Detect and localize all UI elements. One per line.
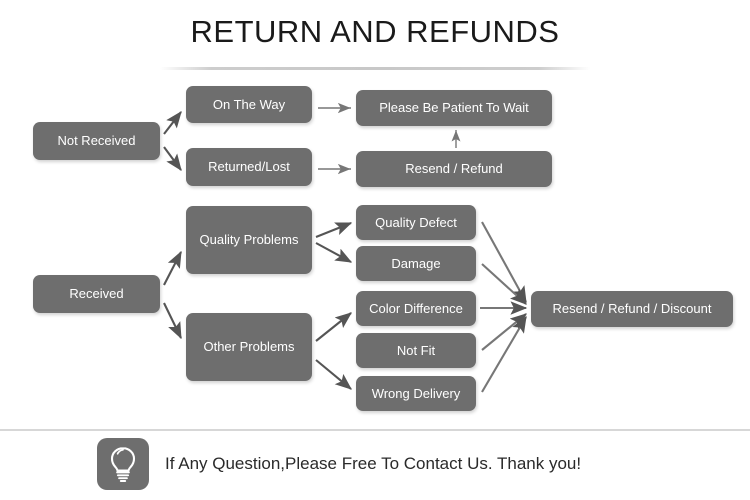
node-on-the-way[interactable]: On The Way — [186, 86, 312, 123]
node-quality-problems[interactable]: Quality Problems — [186, 206, 312, 274]
node-resend-refund-discount[interactable]: Resend / Refund / Discount — [531, 291, 733, 327]
node-color-difference[interactable]: Color Difference — [356, 291, 476, 326]
node-wrong-delivery[interactable]: Wrong Delivery — [356, 376, 476, 411]
edge-other-problems-to-color-difference — [315, 312, 352, 342]
edge-quality-defect-to-outcome — [481, 221, 527, 304]
node-quality-defect[interactable]: Quality Defect — [356, 205, 476, 240]
node-returned-lost[interactable]: Returned/Lost — [186, 148, 312, 186]
title-divider — [160, 67, 590, 70]
edge-received-to-quality-problems — [163, 250, 182, 286]
edge-quality-problems-to-quality-defect — [315, 222, 353, 238]
footer-text: If Any Question,Please Free To Contact U… — [165, 454, 582, 473]
edge-not-received-to-on-the-way — [163, 111, 182, 135]
node-not-fit[interactable]: Not Fit — [356, 333, 476, 368]
edge-not-fit-to-outcome — [481, 313, 527, 351]
edge-wrong-delivery-to-outcome — [481, 315, 527, 393]
edge-received-to-other-problems — [163, 302, 182, 340]
edge-other-problems-to-wrong-delivery — [315, 359, 352, 390]
node-received[interactable]: Received — [33, 275, 160, 313]
lightbulb-glyph — [110, 447, 136, 482]
edge-damage-to-outcome — [481, 263, 527, 305]
node-other-problems[interactable]: Other Problems — [186, 313, 312, 381]
node-resend-refund[interactable]: Resend / Refund — [356, 151, 552, 187]
node-please-be-patient-to-wait[interactable]: Please Be Patient To Wait — [356, 90, 552, 126]
node-not-received[interactable]: Not Received — [33, 122, 160, 160]
node-damage[interactable]: Damage — [356, 246, 476, 281]
lightbulb-icon — [97, 438, 149, 490]
page-title: RETURN AND REFUNDS — [190, 14, 560, 49]
edge-not-received-to-returned-lost — [163, 146, 182, 172]
edge-quality-problems-to-damage — [315, 242, 353, 263]
footer-contact-note: If Any Question,Please Free To Contact U… — [97, 438, 581, 490]
footer-divider — [0, 429, 750, 431]
